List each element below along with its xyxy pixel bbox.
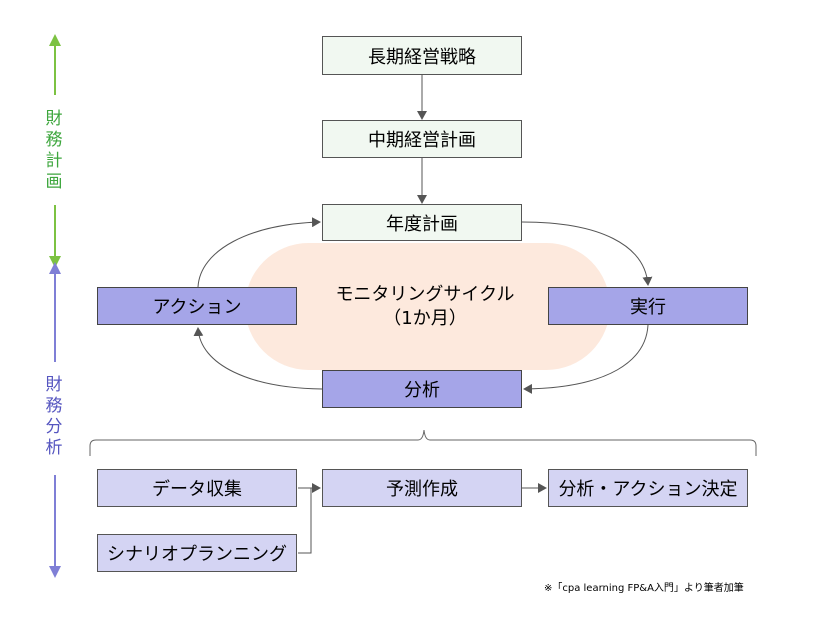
box-scenario-planning: シナリオプランニング bbox=[97, 534, 297, 572]
financial-planning-text: 財務計画 bbox=[45, 109, 63, 192]
monitoring-cycle-text: モニタリングサイクル （1か月） bbox=[300, 283, 550, 331]
box-forecast: 予測作成 bbox=[322, 469, 522, 507]
connector-scenario-to-forecast bbox=[298, 488, 312, 554]
box-data-collection: データ収集 bbox=[97, 469, 297, 507]
source-footnote: ※「cpa learning FP&A入門」より筆者加筆 bbox=[544, 583, 744, 594]
arrow-execute-to-analysis bbox=[523, 324, 649, 394]
box-mid-term-plan: 中期経営計画 bbox=[322, 120, 522, 158]
monitoring-cycle-period: （1か月） bbox=[383, 308, 467, 329]
arrow-analysis-to-action bbox=[193, 327, 323, 390]
monitoring-cycle-title: モニタリングサイクル bbox=[335, 284, 515, 305]
box-decision: 分析・アクション決定 bbox=[548, 469, 748, 507]
financial-analysis-text: 財務分析 bbox=[45, 375, 63, 458]
box-analysis: 分析 bbox=[322, 370, 522, 408]
financial-planning-label: 財務計画 bbox=[42, 105, 66, 197]
box-action: アクション bbox=[97, 287, 297, 325]
box-long-term-strategy: 長期経営戦略 bbox=[322, 36, 522, 75]
financial-analysis-label: 財務分析 bbox=[42, 371, 66, 463]
arrow-action-to-annual bbox=[197, 217, 321, 288]
brace bbox=[89, 429, 757, 456]
arrow-annual-to-execute bbox=[521, 221, 653, 286]
box-annual-plan: 年度計画 bbox=[322, 204, 522, 241]
box-execute: 実行 bbox=[548, 287, 748, 325]
